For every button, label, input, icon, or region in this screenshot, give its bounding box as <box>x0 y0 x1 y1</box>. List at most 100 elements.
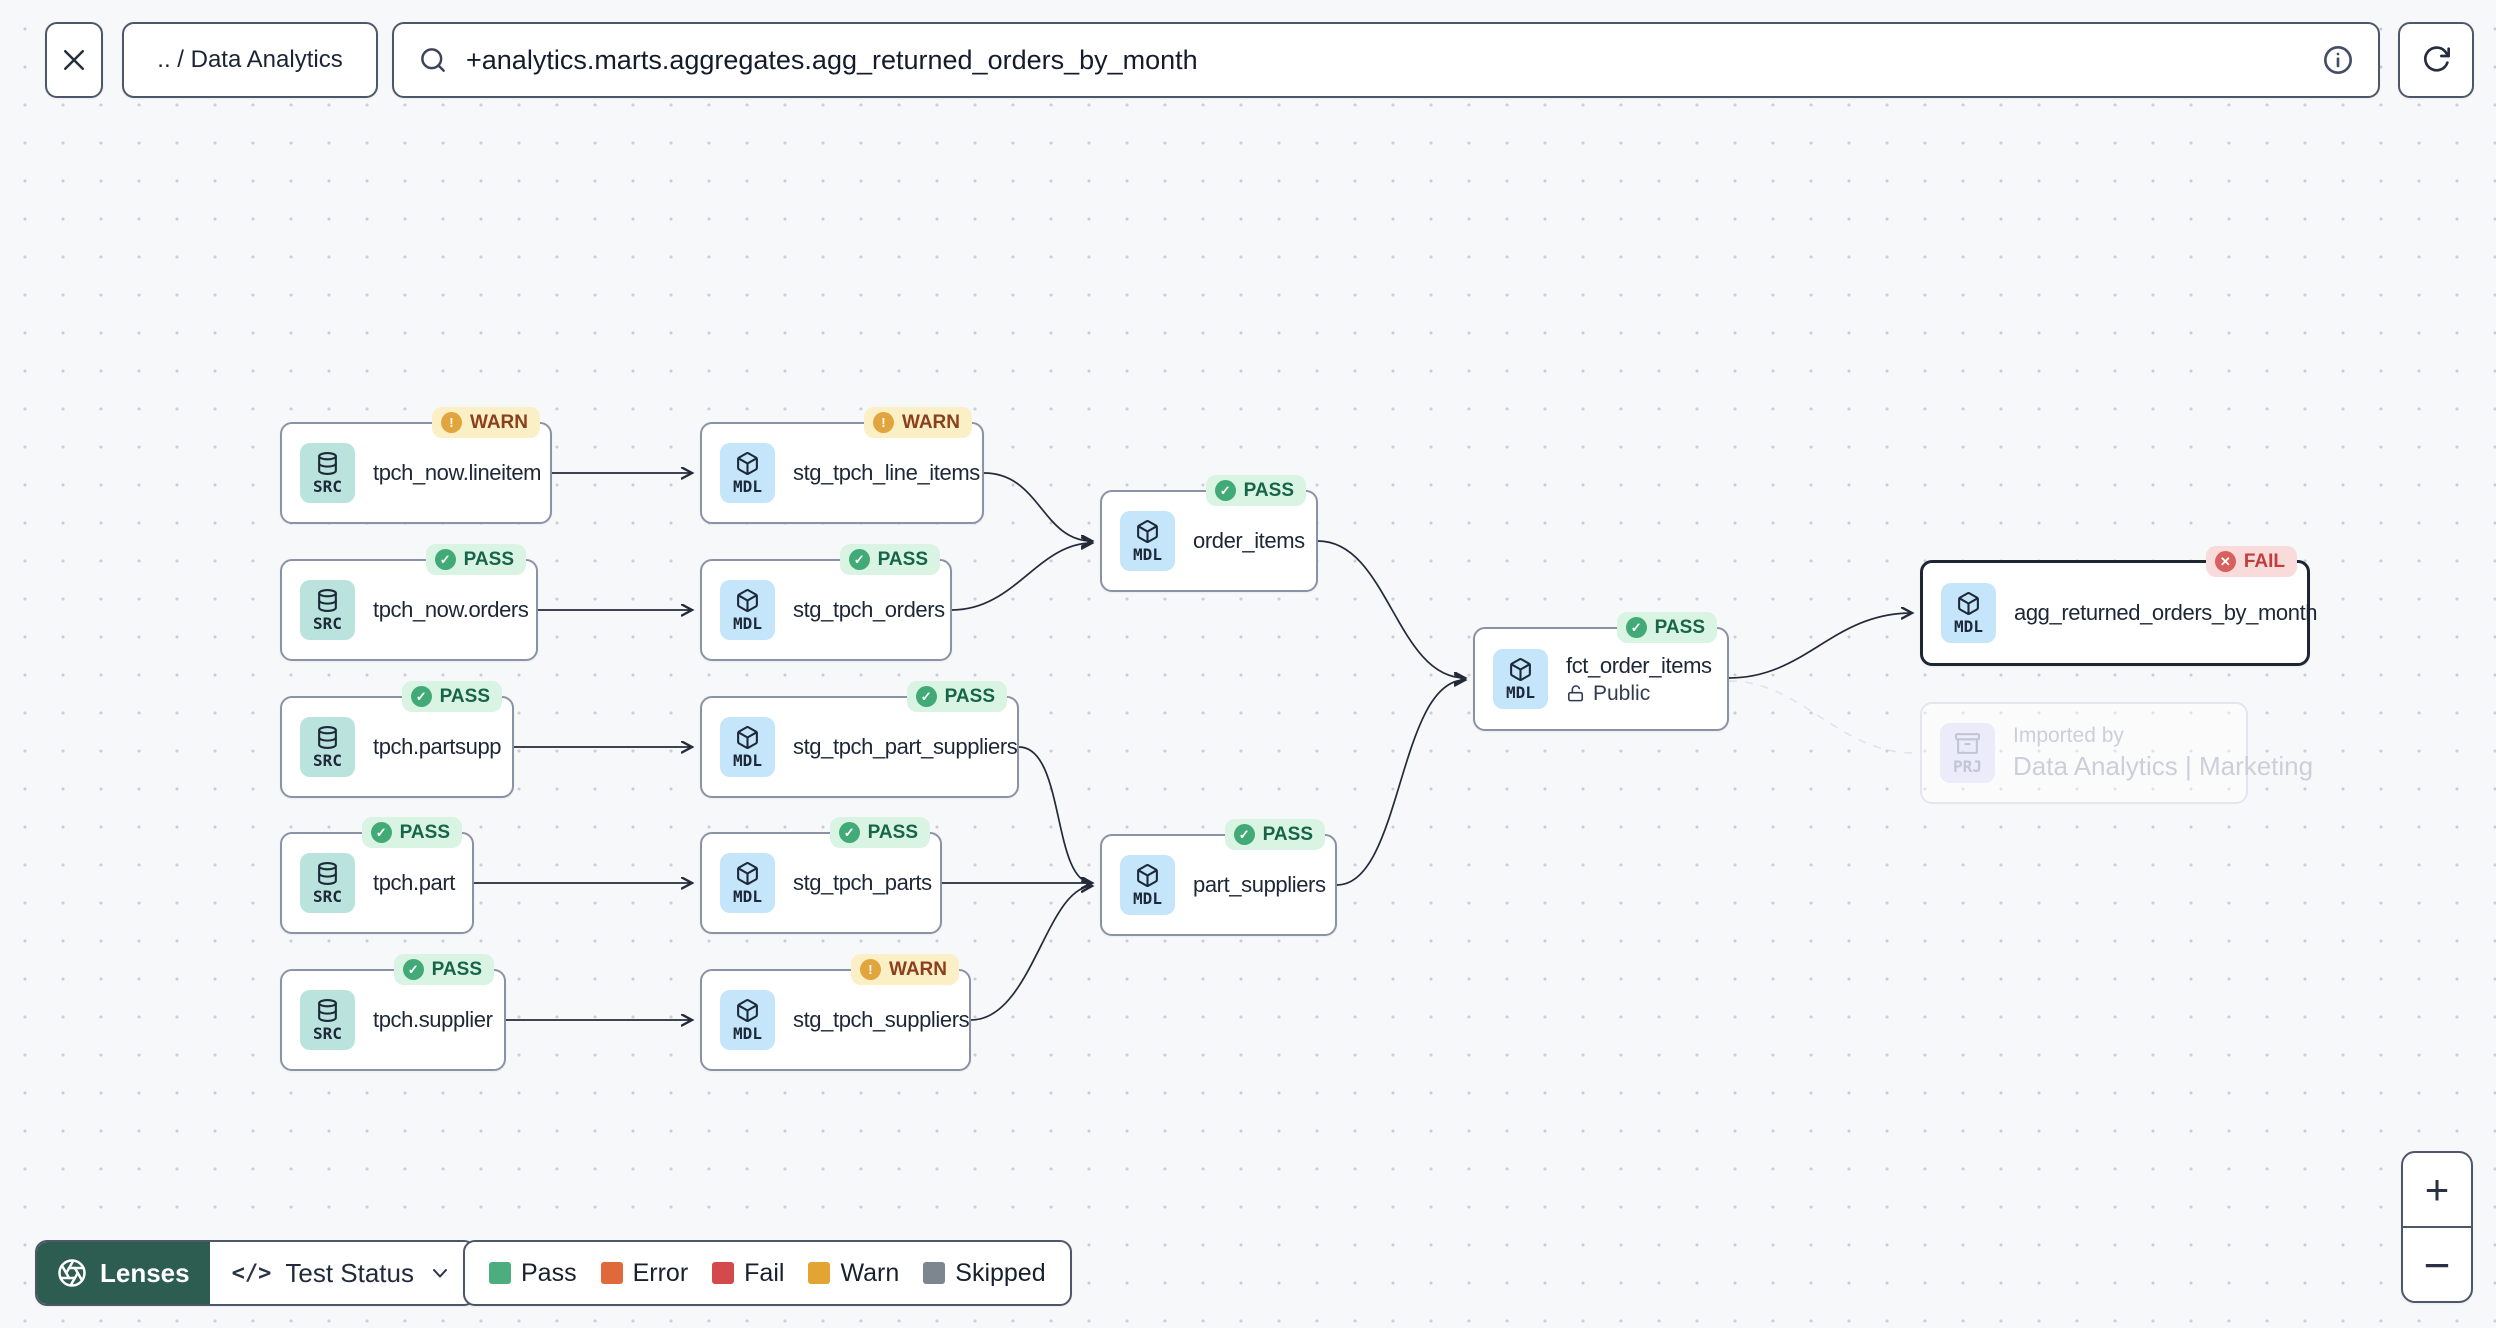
node-label: tpch_now.orders <box>373 597 529 622</box>
skipped-swatch <box>923 1262 946 1284</box>
cube-icon <box>735 861 760 886</box>
node-stg_tpch_suppliers[interactable]: ! WARN MDL stg_tpch_suppliers <box>700 954 971 1071</box>
archive-icon <box>1955 731 1980 756</box>
node-tpch_now-lineitem[interactable]: ! WARN SRC tpch_now.lineitem <box>280 407 552 524</box>
status-badge: ✓ PASS <box>1205 475 1306 506</box>
model-type-icon: MDL <box>1120 855 1175 915</box>
node-agg_returned_orders_by_month[interactable]: ✕ FAIL MDL agg_returned_orders_by_month <box>1920 546 2318 666</box>
source-type-icon: SRC <box>300 853 355 913</box>
database-icon <box>315 998 340 1023</box>
node-tpch-partsupp[interactable]: ✓ PASS SRC tpch.partsupp <box>280 681 514 798</box>
warn-icon: ! <box>440 412 462 433</box>
project-name: Data Analytics | Marketing <box>2013 751 2314 781</box>
database-icon <box>315 725 340 750</box>
check-icon: ✓ <box>1214 480 1236 501</box>
access-level: Public <box>1566 682 1712 706</box>
source-type-icon: SRC <box>300 443 355 503</box>
node-stg_tpch_line_items[interactable]: ! WARN MDL stg_tpch_line_items <box>700 407 984 524</box>
warn-icon: ! <box>859 959 881 980</box>
status-badge: ✓ PASS <box>425 544 526 575</box>
model-type-icon: MDL <box>1941 583 1996 643</box>
node-label: stg_tpch_orders <box>793 597 945 622</box>
status-badge: ✓ PASS <box>839 544 940 575</box>
legend-item-pass: Pass <box>489 1259 577 1288</box>
status-badge: ✕ FAIL <box>2205 546 2297 577</box>
node-label: order_items <box>1193 528 1305 553</box>
node-stg_tpch_orders[interactable]: ✓ PASS MDL stg_tpch_orders <box>700 544 952 661</box>
status-badge: ✓ PASS <box>393 954 494 985</box>
status-badge: ✓ PASS <box>1616 612 1717 643</box>
cube-icon <box>1135 863 1160 888</box>
node-label: stg_tpch_part_suppliers <box>793 734 1018 759</box>
zoom-in-button[interactable]: + <box>2424 1165 2450 1213</box>
node-label: stg_tpch_parts <box>793 870 932 895</box>
project-type-icon: PRJ <box>1940 723 1995 783</box>
status-badge: ! WARN <box>863 407 972 438</box>
model-type-icon: MDL <box>1493 649 1548 709</box>
legend-item-error: Error <box>600 1259 688 1288</box>
check-icon: ✓ <box>370 822 392 843</box>
zoom-controls: + − <box>2401 1151 2473 1303</box>
node-part_suppliers[interactable]: ✓ PASS MDL part_suppliers <box>1100 819 1337 936</box>
lenses-control: Lenses </> Test Status <box>35 1240 476 1306</box>
lens-selector-dropdown[interactable]: </> Test Status <box>210 1242 474 1304</box>
node-imported-by-project[interactable]: PRJ Imported by Data Analytics | Marketi… <box>1920 702 2313 804</box>
node-label: stg_tpch_suppliers <box>793 1007 970 1032</box>
source-type-icon: SRC <box>300 717 355 777</box>
check-icon: ✓ <box>838 822 860 843</box>
breadcrumb-label: .. / Data Analytics <box>157 46 343 73</box>
warn-swatch <box>808 1262 831 1284</box>
lenses-button[interactable]: Lenses <box>37 1242 210 1304</box>
source-type-icon: SRC <box>300 990 355 1050</box>
fail-icon: ✕ <box>2214 551 2236 572</box>
pass-swatch <box>489 1262 511 1284</box>
model-type-icon: MDL <box>720 990 775 1050</box>
node-tpch_now-orders[interactable]: ✓ PASS SRC tpch_now.orders <box>280 544 538 661</box>
check-icon: ✓ <box>915 686 937 707</box>
close-button[interactable] <box>45 22 103 98</box>
search-bar <box>392 22 2380 98</box>
check-icon: ✓ <box>848 549 870 570</box>
node-tpch-supplier[interactable]: ✓ PASS SRC tpch.supplier <box>280 954 506 1071</box>
node-label: part_suppliers <box>1193 872 1326 897</box>
model-type-icon: MDL <box>720 580 775 640</box>
status-badge: ✓ PASS <box>401 681 502 712</box>
cube-icon <box>1508 657 1533 682</box>
status-badge: ✓ PASS <box>906 681 1007 712</box>
cube-icon <box>1956 591 1981 616</box>
node-label: tpch_now.lineitem <box>373 460 542 485</box>
zoom-out-button[interactable]: − <box>2403 1226 2471 1301</box>
check-icon: ✓ <box>402 959 424 980</box>
cube-icon <box>735 451 760 476</box>
node-stg_tpch_part_suppliers[interactable]: ✓ PASS MDL stg_tpch_part_suppliers <box>700 681 1019 798</box>
legend-item-skipped: Skipped <box>923 1259 1046 1288</box>
legend-item-warn: Warn <box>808 1259 899 1288</box>
check-icon: ✓ <box>1625 617 1647 638</box>
lens-selected-value: Test Status <box>285 1257 414 1288</box>
database-icon <box>315 861 340 886</box>
unlock-icon <box>1566 684 1585 703</box>
refresh-button[interactable] <box>2398 22 2474 98</box>
database-icon <box>315 451 340 476</box>
cube-icon <box>735 998 760 1023</box>
error-swatch <box>600 1262 623 1284</box>
node-label: tpch.partsupp <box>373 734 502 759</box>
status-badge: ! WARN <box>850 954 959 985</box>
node-fct_order_items[interactable]: ✓ PASS MDL fct_order_items Public <box>1473 612 1729 731</box>
model-type-icon: MDL <box>720 443 775 503</box>
node-order_items[interactable]: ✓ PASS MDL order_items <box>1100 475 1318 592</box>
chevron-down-icon <box>428 1261 452 1285</box>
search-input[interactable] <box>464 43 2306 77</box>
node-label: fct_order_items <box>1566 652 1712 678</box>
breadcrumb[interactable]: .. / Data Analytics <box>122 22 378 98</box>
status-badge: ✓ PASS <box>1224 819 1325 850</box>
check-icon: ✓ <box>1233 824 1255 845</box>
cube-icon <box>735 588 760 613</box>
cube-icon <box>735 725 760 750</box>
source-type-icon: SRC <box>300 580 355 640</box>
status-badge: ✓ PASS <box>829 817 930 848</box>
node-tpch-part[interactable]: ✓ PASS SRC tpch.part <box>280 817 474 934</box>
database-icon <box>315 588 340 613</box>
node-stg_tpch_parts[interactable]: ✓ PASS MDL stg_tpch_parts <box>700 817 942 934</box>
